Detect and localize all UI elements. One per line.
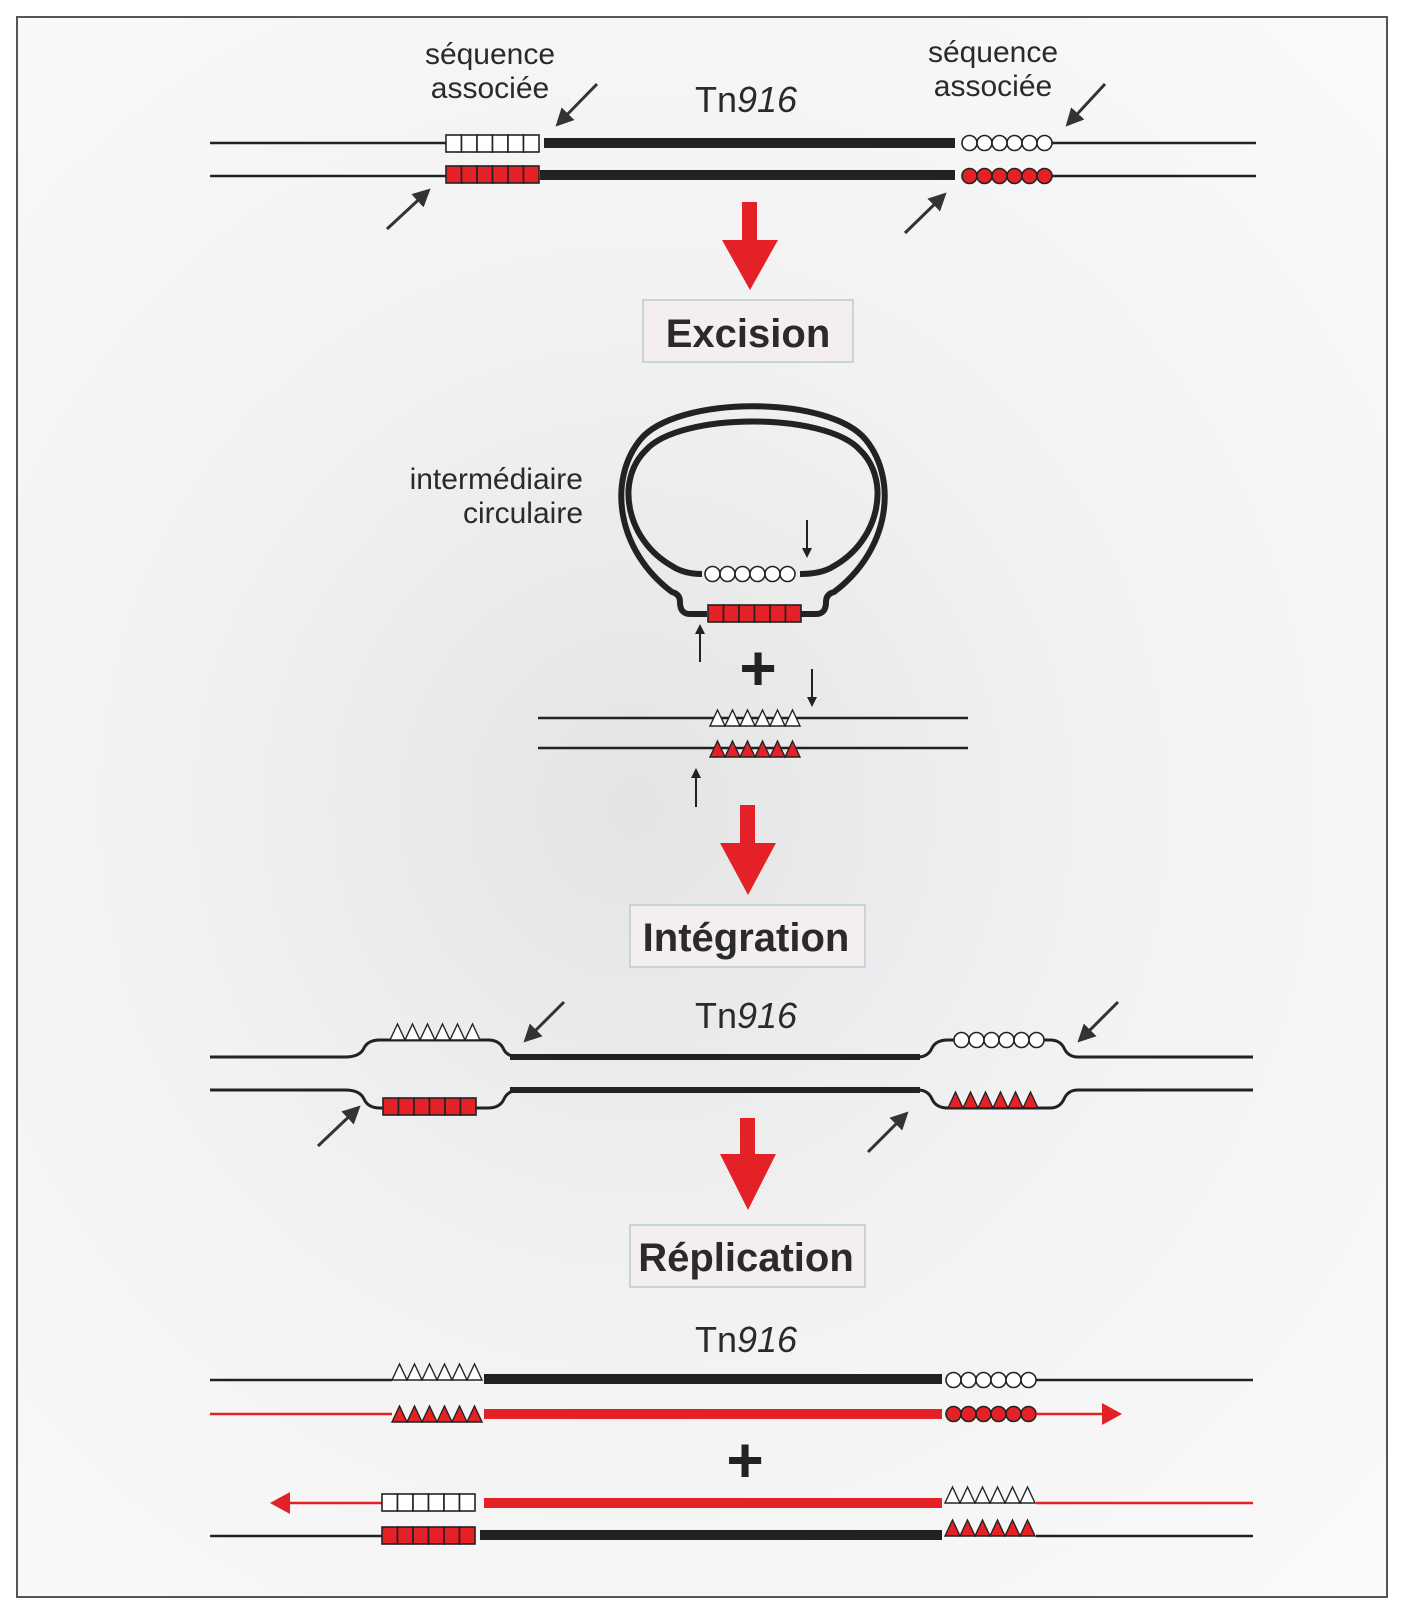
cut-arrow-icon — [523, 1000, 566, 1043]
cut-arrow-icon — [1077, 1000, 1120, 1043]
cut-arrow-icon — [385, 188, 431, 231]
plus-sign: + — [726, 1424, 763, 1496]
circle-block-white — [961, 134, 1053, 152]
circle-block-red — [945, 1405, 1037, 1423]
assoc-left-line1: séquence — [425, 38, 555, 71]
excision-label: Excision — [666, 312, 831, 356]
replication-step-box — [629, 1224, 866, 1288]
assoc-left-line2: associée — [431, 72, 549, 105]
tn916-label-bottom: Tn916 — [695, 1319, 798, 1360]
process-arrow-icon — [720, 1118, 776, 1210]
circle-block-white — [704, 565, 796, 583]
triangle-block-white — [708, 708, 802, 727]
figure-frame — [16, 16, 1388, 1598]
replication-label: Réplication — [638, 1236, 854, 1280]
circular-label-line2: circulaire — [463, 497, 583, 530]
triangle-block-red — [708, 739, 802, 758]
square-block-red — [381, 1526, 476, 1545]
plus-sign: + — [739, 632, 776, 704]
section-integrated: Tn916 — [210, 995, 1253, 1154]
triangle-block-red — [943, 1518, 1037, 1537]
cut-arrow-icon — [555, 82, 599, 127]
circular-inner-strand — [625, 418, 881, 577]
integration-label: Intégration — [643, 916, 850, 960]
process-arrow-icon — [720, 805, 776, 895]
circle-block-white — [953, 1031, 1045, 1049]
tn916-label-top: Tn916 — [695, 79, 798, 120]
circular-label-line1: intermédiaire — [410, 463, 583, 496]
circular-outer-strand — [618, 403, 888, 617]
circle-block-white — [945, 1371, 1037, 1389]
integration-step-box — [629, 904, 866, 968]
cut-arrow-icon — [903, 192, 947, 235]
cut-arrow-icon — [316, 1105, 361, 1148]
section-replicated: Tn916 + — [210, 1319, 1253, 1545]
triangle-block-white — [943, 1485, 1037, 1504]
tn916-label-mid: Tn916 — [695, 995, 798, 1036]
elongation-arrow-icon — [1102, 1403, 1122, 1425]
triangle-block-red — [390, 1404, 484, 1423]
triangle-block-white — [390, 1362, 484, 1381]
excision-step-box — [642, 299, 854, 363]
process-arrow-icon — [722, 202, 778, 290]
square-block-red — [382, 1097, 477, 1116]
circle-block-red — [961, 167, 1053, 185]
square-block-white — [381, 1493, 476, 1512]
cut-arrow-icon — [866, 1111, 909, 1154]
section-initial: séquence associée séquence associée Tn91… — [210, 36, 1256, 235]
assoc-right-line1: séquence — [928, 36, 1058, 69]
square-block-red — [445, 165, 540, 184]
square-block-red — [707, 604, 802, 623]
section-circular: intermédiaire circulaire + — [410, 403, 968, 807]
square-block-white — [445, 134, 540, 153]
elongation-arrow-icon — [270, 1492, 290, 1514]
assoc-right-line2: associée — [934, 70, 1052, 103]
triangle-block-red — [946, 1090, 1040, 1109]
cut-arrow-icon — [1065, 82, 1107, 127]
triangle-block-white — [388, 1022, 482, 1041]
